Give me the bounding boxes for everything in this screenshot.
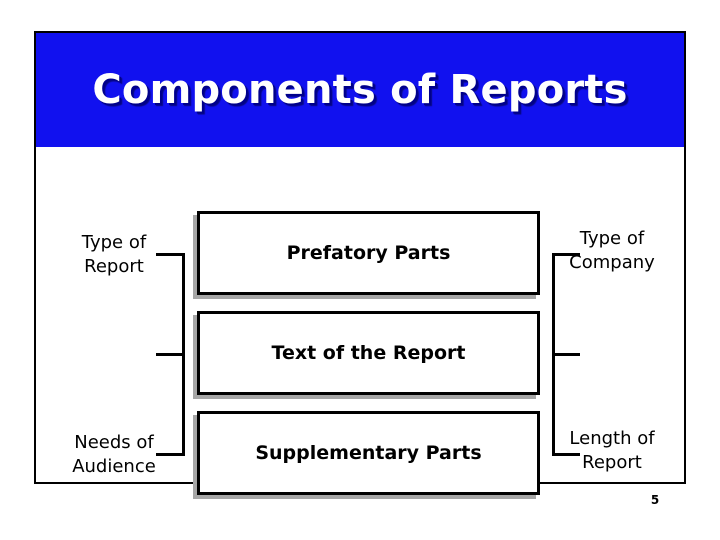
report-components-diagram: Prefatory Parts Text of the Report Suppl…	[36, 147, 684, 499]
connector-right-stub-bottom	[552, 453, 580, 456]
diagram-label-length-of-report: Length of Report	[569, 428, 655, 473]
diagram-box-label: Prefatory Parts	[286, 242, 451, 264]
diagram-label-type-of-company: Type of Company	[569, 228, 655, 273]
connector-left-stub-bottom	[156, 453, 185, 456]
page-number: 5	[650, 493, 660, 507]
diagram-box-prefatory-parts[interactable]: Prefatory Parts	[197, 211, 540, 295]
diagram-box-text-of-the-report[interactable]: Text of the Report	[197, 311, 540, 395]
connector-left-stub-top	[156, 253, 185, 256]
connector-right-stub-middle	[552, 353, 580, 356]
diagram-box-label: Supplementary Parts	[255, 442, 482, 464]
connector-left-stub-middle	[156, 353, 185, 356]
slide-frame: Components of Reports Prefatory Parts Te…	[34, 31, 686, 499]
diagram-label-needs-of-audience: Needs of Audience	[72, 432, 156, 477]
title-banner: Components of Reports	[36, 33, 684, 147]
connector-right-stub-top	[552, 253, 580, 256]
diagram-box-label: Text of the Report	[271, 342, 466, 364]
page-title: Components of Reports	[92, 67, 628, 113]
diagram-box-supplementary-parts[interactable]: Supplementary Parts	[197, 411, 540, 495]
diagram-label-type-of-report: Type of Report	[81, 232, 147, 277]
